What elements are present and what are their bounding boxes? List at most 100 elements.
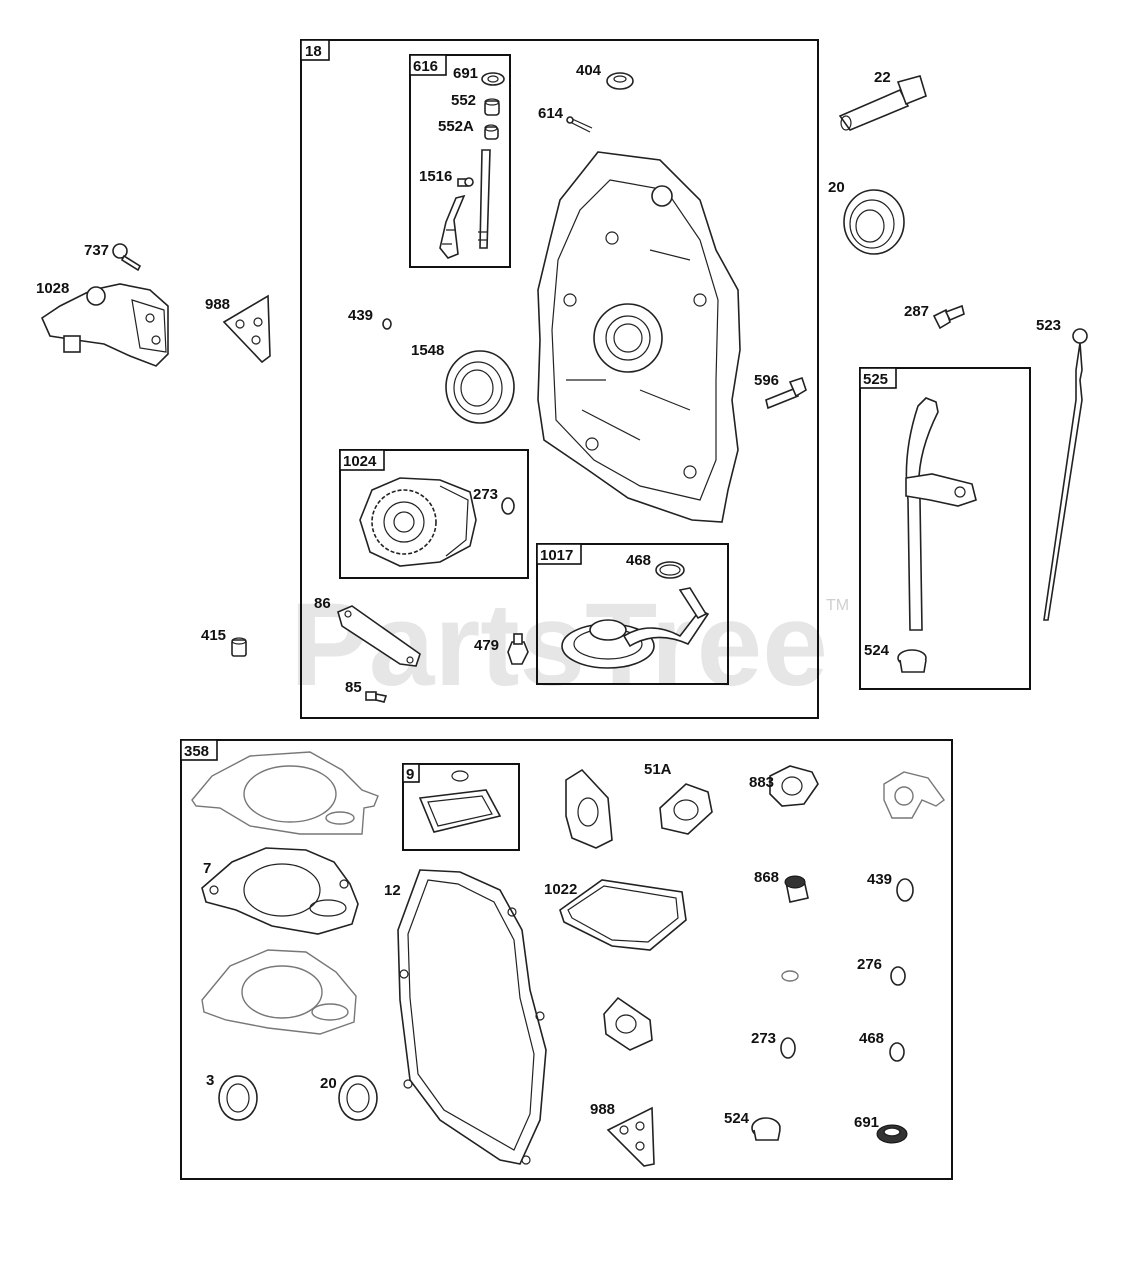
callout-20[interactable]: 20 <box>828 179 845 196</box>
callout-7[interactable]: 7 <box>203 860 211 877</box>
callout-3[interactable]: 3 <box>206 1072 214 1089</box>
part-691-seal[interactable] <box>481 72 505 86</box>
part-468-o-ring[interactable] <box>655 561 685 579</box>
part-crankcase-cover[interactable] <box>537 151 741 523</box>
callout-273[interactable]: 273 <box>473 486 498 503</box>
watermark-trademark: TM <box>826 597 849 614</box>
group-tag-358[interactable]: 358 <box>184 743 209 760</box>
part-3-oil-seal[interactable] <box>218 1075 258 1121</box>
callout-85[interactable]: 85 <box>345 679 362 696</box>
part-287-screw[interactable] <box>932 304 965 330</box>
group-tag-525[interactable]: 525 <box>863 371 888 388</box>
part-head-gasket-lower[interactable] <box>201 949 357 1035</box>
part-1516-screw[interactable] <box>457 177 474 187</box>
callout-1022[interactable]: 1022 <box>544 881 577 898</box>
part-523-dipstick[interactable] <box>1043 328 1088 621</box>
callout-1548[interactable]: 1548 <box>411 342 444 359</box>
callout-523[interactable]: 523 <box>1036 317 1061 334</box>
callout-552[interactable]: 552 <box>451 92 476 109</box>
part-1028-oil-filter-adapter[interactable] <box>40 283 169 367</box>
part-1548-oil-seal[interactable] <box>445 350 515 424</box>
part-intake-gasket[interactable] <box>565 768 613 849</box>
group-frame-18 <box>300 39 819 719</box>
part-552-bushing[interactable] <box>484 98 500 116</box>
group-tag-1024[interactable]: 1024 <box>343 453 377 470</box>
part-1022-gasket[interactable] <box>559 879 687 951</box>
part-9-gasket[interactable] <box>418 770 502 833</box>
callout-737[interactable]: 737 <box>84 242 109 259</box>
callout-988[interactable]: 988 <box>205 296 230 313</box>
part-596-bolt[interactable] <box>765 376 807 410</box>
callout-614[interactable]: 614 <box>538 105 564 122</box>
part-479-bolt[interactable] <box>507 633 529 665</box>
callout-691[interactable]: 691 <box>453 65 478 82</box>
part-552a-bushing[interactable] <box>484 124 499 140</box>
part-head-gasket-top[interactable] <box>191 751 379 835</box>
part-404-washer[interactable] <box>606 72 634 90</box>
callout-468[interactable]: 468 <box>626 552 651 569</box>
part-85-bolt[interactable] <box>365 691 388 703</box>
part-691-seal-kit[interactable] <box>876 1124 908 1144</box>
part-governor-lever[interactable] <box>439 194 466 259</box>
part-273-o-ring-kit[interactable] <box>780 1037 796 1059</box>
group-tag-18[interactable]: 18 <box>305 43 322 60</box>
callout-596[interactable]: 596 <box>754 372 779 389</box>
part-524-grommet-kit[interactable] <box>751 1117 781 1141</box>
part-exhaust-gasket[interactable] <box>883 771 945 819</box>
part-12-crankcase-gasket[interactable] <box>397 869 547 1165</box>
callout-273-kit[interactable]: 273 <box>751 1030 776 1047</box>
part-1024-oil-pump[interactable] <box>359 477 477 567</box>
part-525-dipstick-tube[interactable] <box>905 397 977 631</box>
callout-479[interactable]: 479 <box>474 637 499 654</box>
part-51a-gasket[interactable] <box>659 783 713 835</box>
group-tag-616[interactable]: 616 <box>413 58 438 75</box>
part-22-bolt[interactable] <box>838 75 927 131</box>
callout-988-kit[interactable]: 988 <box>590 1101 615 1118</box>
part-988-gasket-kit[interactable] <box>606 1106 655 1167</box>
callout-51a[interactable]: 51A <box>644 761 672 778</box>
callout-276[interactable]: 276 <box>857 956 882 973</box>
callout-86[interactable]: 86 <box>314 595 331 612</box>
part-276-o-ring[interactable] <box>890 966 906 986</box>
part-86-gasket[interactable] <box>337 605 421 667</box>
part-524-grommet[interactable] <box>897 649 927 673</box>
callout-12[interactable]: 12 <box>384 882 401 899</box>
callout-1516[interactable]: 1516 <box>419 168 452 185</box>
callout-468-kit[interactable]: 468 <box>859 1030 884 1047</box>
part-415-plug[interactable] <box>231 637 247 657</box>
callout-287[interactable]: 287 <box>904 303 929 320</box>
part-468-o-ring-kit[interactable] <box>889 1042 905 1062</box>
callout-404[interactable]: 404 <box>576 62 602 79</box>
part-20-oil-seal-kit[interactable] <box>338 1075 378 1121</box>
part-614-pin[interactable] <box>566 116 593 133</box>
callout-524[interactable]: 524 <box>864 642 890 659</box>
part-868-valve-seal[interactable] <box>784 875 809 903</box>
part-governor-shaft[interactable] <box>478 149 491 249</box>
part-439-o-ring-kit[interactable] <box>896 878 914 902</box>
part-washer-small[interactable] <box>781 970 799 982</box>
part-737-screw[interactable] <box>112 243 142 272</box>
callout-415[interactable]: 415 <box>201 627 226 644</box>
callout-20-kit[interactable]: 20 <box>320 1075 337 1092</box>
callout-1028[interactable]: 1028 <box>36 280 69 297</box>
callout-691-kit[interactable]: 691 <box>854 1114 879 1131</box>
part-1017-oil-pickup[interactable] <box>561 587 710 669</box>
callout-868[interactable]: 868 <box>754 869 779 886</box>
part-883-gasket[interactable] <box>769 765 819 807</box>
group-frame-1017 <box>536 543 729 685</box>
part-439-o-ring[interactable] <box>382 318 392 330</box>
callout-22[interactable]: 22 <box>874 69 891 86</box>
group-tag-box-358 <box>180 739 218 761</box>
group-tag-1017[interactable]: 1017 <box>540 547 573 564</box>
part-988-gasket[interactable] <box>222 294 271 364</box>
callout-439[interactable]: 439 <box>348 307 373 324</box>
part-20-oil-seal[interactable] <box>843 189 905 255</box>
callout-439-kit[interactable]: 439 <box>867 871 892 888</box>
group-tag-9[interactable]: 9 <box>406 766 414 783</box>
callout-883[interactable]: 883 <box>749 774 774 791</box>
part-7-head-gasket[interactable] <box>201 847 359 935</box>
part-small-gasket[interactable] <box>603 996 653 1051</box>
part-273-o-ring[interactable] <box>501 497 515 515</box>
callout-552a[interactable]: 552A <box>438 118 474 135</box>
callout-524-kit[interactable]: 524 <box>724 1110 750 1127</box>
